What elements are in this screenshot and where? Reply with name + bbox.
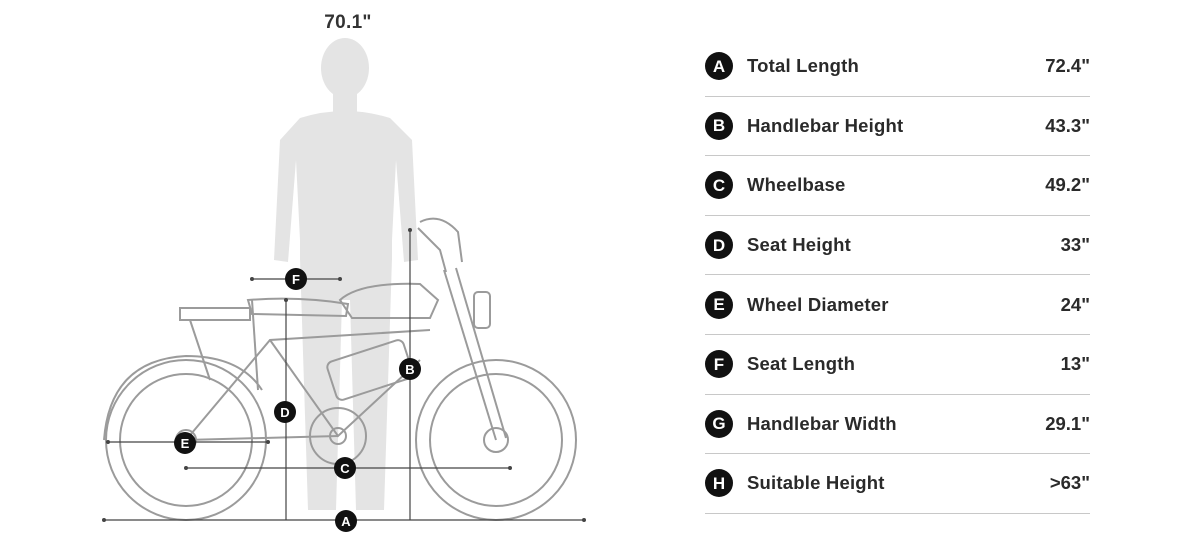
spec-value: 33" bbox=[1060, 234, 1090, 256]
spec-value: 49.2" bbox=[1045, 174, 1090, 196]
spec-label: Seat Height bbox=[747, 234, 851, 256]
bike-line-art bbox=[103, 217, 577, 521]
badge-e: E bbox=[705, 290, 733, 319]
badge-c: C bbox=[705, 171, 733, 200]
badge-a: A bbox=[705, 52, 733, 81]
spec-row-seat-length: F Seat Length 13" bbox=[705, 335, 1090, 395]
spec-value: >63" bbox=[1049, 472, 1090, 494]
marker-b: B bbox=[399, 358, 421, 380]
dimension-endpoints bbox=[102, 228, 586, 522]
person-height-label: 70.1" bbox=[324, 12, 372, 33]
bike-illustration bbox=[102, 38, 586, 522]
badge-f: F bbox=[705, 350, 733, 379]
badge-b: B bbox=[705, 111, 733, 140]
spec-row-seat-height: D Seat Height 33" bbox=[705, 216, 1090, 276]
spec-value: 29.1" bbox=[1045, 412, 1090, 434]
spec-value: 13" bbox=[1060, 353, 1090, 375]
spec-row-handlebar-width: G Handlebar Width 29.1" bbox=[705, 395, 1090, 455]
person-silhouette bbox=[274, 38, 418, 510]
spec-value: 43.3" bbox=[1045, 114, 1090, 136]
spec-row-handlebar-height: B Handlebar Height 43.3" bbox=[705, 97, 1090, 157]
spec-row-wheel-diameter: E Wheel Diameter 24" bbox=[705, 275, 1090, 335]
spec-label: Handlebar Height bbox=[747, 114, 904, 136]
spec-row-total-length: A Total Length 72.4" bbox=[705, 37, 1090, 97]
spec-label: Suitable Height bbox=[747, 472, 885, 494]
spec-label: Wheel Diameter bbox=[747, 293, 889, 315]
spec-label: Seat Length bbox=[747, 353, 856, 375]
spec-label: Handlebar Width bbox=[747, 412, 897, 434]
marker-a: A bbox=[335, 510, 357, 532]
bike-dimension-diagram: 70.1" A B C D E F bbox=[102, 12, 586, 532]
badge-g: G bbox=[705, 409, 733, 438]
badge-h: H bbox=[705, 469, 733, 498]
spec-table: A Total Length 72.4" B Handlebar Height … bbox=[705, 37, 1090, 514]
spec-label: Wheelbase bbox=[747, 174, 846, 196]
spec-row-wheelbase: C Wheelbase 49.2" bbox=[705, 156, 1090, 216]
spec-row-suitable-height: H Suitable Height >63" bbox=[705, 454, 1090, 514]
marker-d: D bbox=[274, 401, 296, 423]
spec-value: 24" bbox=[1060, 293, 1090, 315]
spec-label: Total Length bbox=[747, 55, 860, 77]
marker-c: C bbox=[334, 457, 356, 479]
marker-f: F bbox=[285, 268, 307, 290]
marker-e: E bbox=[174, 432, 196, 454]
badge-d: D bbox=[705, 231, 733, 260]
spec-value: 72.4" bbox=[1045, 55, 1090, 77]
